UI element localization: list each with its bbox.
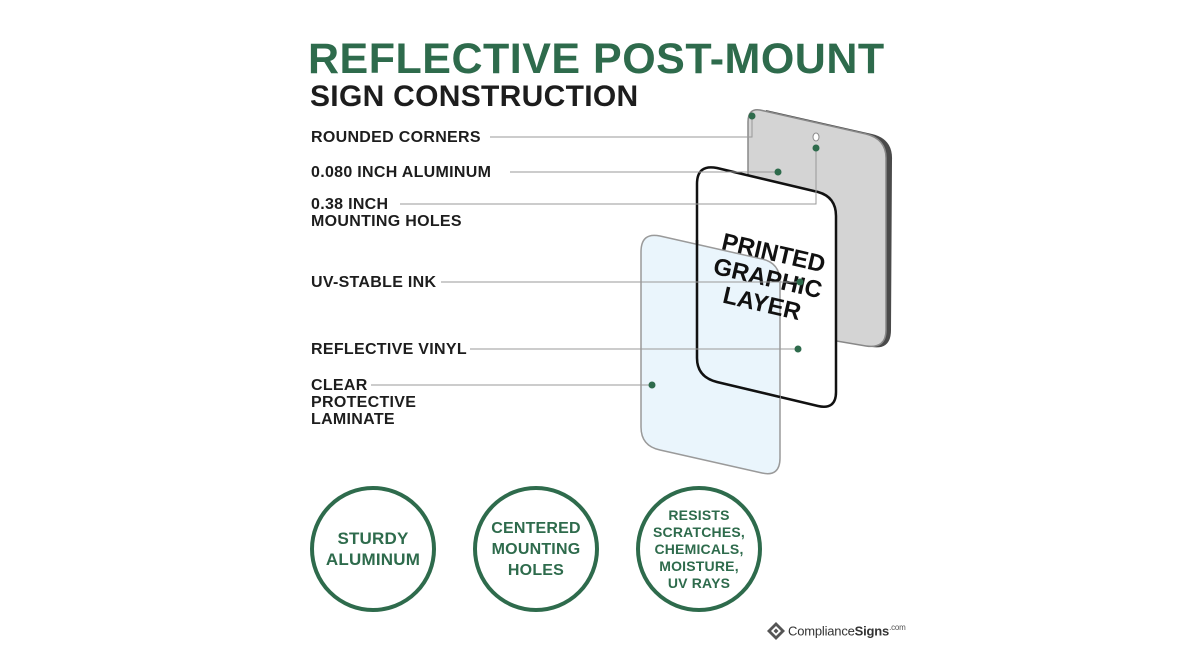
- graphic-layer-outline-through-laminate: [695, 240, 781, 399]
- label-mounting-holes: 0.38 INCH MOUNTING HOLES: [311, 196, 462, 230]
- label-laminate-line2: PROTECTIVE: [311, 394, 417, 411]
- clear-laminate-layer: [640, 234, 781, 475]
- badge-centered-mounting-holes-text: CENTERED MOUNTING HOLES: [491, 518, 581, 581]
- label-rounded-corners-text: ROUNDED CORNERS: [311, 129, 481, 146]
- badge-centered-mounting-holes: CENTERED MOUNTING HOLES: [473, 486, 599, 612]
- page-subtitle: SIGN CONSTRUCTION: [310, 80, 639, 113]
- label-laminate-line3: LAMINATE: [311, 411, 395, 428]
- label-uv-ink-text: UV-STABLE INK: [311, 274, 437, 291]
- label-reflective-vinyl-text: REFLECTIVE VINYL: [311, 341, 467, 358]
- dot-rounded-corners: [748, 112, 756, 120]
- logo-text-suffix: .com: [889, 623, 906, 633]
- dot-uv-ink: [796, 278, 804, 286]
- leader-mounting-holes: [400, 148, 817, 205]
- badge-2-line-3: HOLES: [507, 561, 565, 579]
- badge-1-line-2: ALUMINUM: [325, 550, 421, 569]
- badge-1-line-1: STURDY: [337, 529, 409, 548]
- label-aluminum-text: 0.080 INCH ALUMINUM: [311, 164, 492, 181]
- label-laminate-line1: CLEAR: [311, 377, 368, 394]
- diamond-logo-icon: [767, 622, 785, 640]
- dot-mounting-holes: [812, 144, 820, 152]
- page-title: REFLECTIVE POST-MOUNT: [308, 35, 885, 83]
- logo-text-part2: Signs: [854, 623, 890, 639]
- badge-resists-text: RESISTS SCRATCHES, CHEMICALS, MOISTURE, …: [653, 507, 745, 592]
- dot-reflective-vinyl: [794, 345, 802, 353]
- badge-resists: RESISTS SCRATCHES, CHEMICALS, MOISTURE, …: [636, 486, 762, 612]
- badge-3-line-3: CHEMICALS,: [654, 540, 744, 557]
- badge-3-line-1: RESISTS: [668, 506, 730, 523]
- mounting-hole-icon: [812, 132, 820, 142]
- badge-3-line-2: SCRATCHES,: [653, 523, 745, 540]
- dot-laminate: [648, 381, 656, 389]
- label-reflective-vinyl: REFLECTIVE VINYL: [311, 341, 467, 358]
- badge-3-line-4: MOISTURE,: [659, 557, 739, 574]
- label-laminate: CLEAR PROTECTIVE LAMINATE: [311, 377, 416, 428]
- leader-dots: [648, 112, 820, 389]
- badge-sturdy-aluminum: STURDY ALUMINUM: [310, 486, 436, 612]
- logo-text-part1: Compliance: [788, 623, 855, 639]
- badge-sturdy-aluminum-text: STURDY ALUMINUM: [326, 528, 420, 570]
- dot-aluminum: [774, 168, 782, 176]
- badge-2-line-1: CENTERED: [491, 519, 581, 537]
- leader-rounded-corners: [490, 116, 753, 138]
- label-rounded-corners: ROUNDED CORNERS: [311, 129, 481, 146]
- label-uv-ink: UV-STABLE INK: [311, 274, 436, 291]
- logo-text: ComplianceSigns.com: [788, 623, 906, 638]
- label-mounting-holes-line1: 0.38 INCH: [311, 196, 389, 213]
- badge-2-line-2: MOUNTING: [491, 540, 581, 558]
- leader-lines: [371, 116, 817, 386]
- compliancesigns-logo: ComplianceSigns.com: [766, 621, 906, 641]
- label-aluminum: 0.080 INCH ALUMINUM: [311, 164, 491, 181]
- label-mounting-holes-line2: MOUNTING HOLES: [311, 213, 462, 230]
- badge-3-line-5: UV RAYS: [667, 574, 731, 591]
